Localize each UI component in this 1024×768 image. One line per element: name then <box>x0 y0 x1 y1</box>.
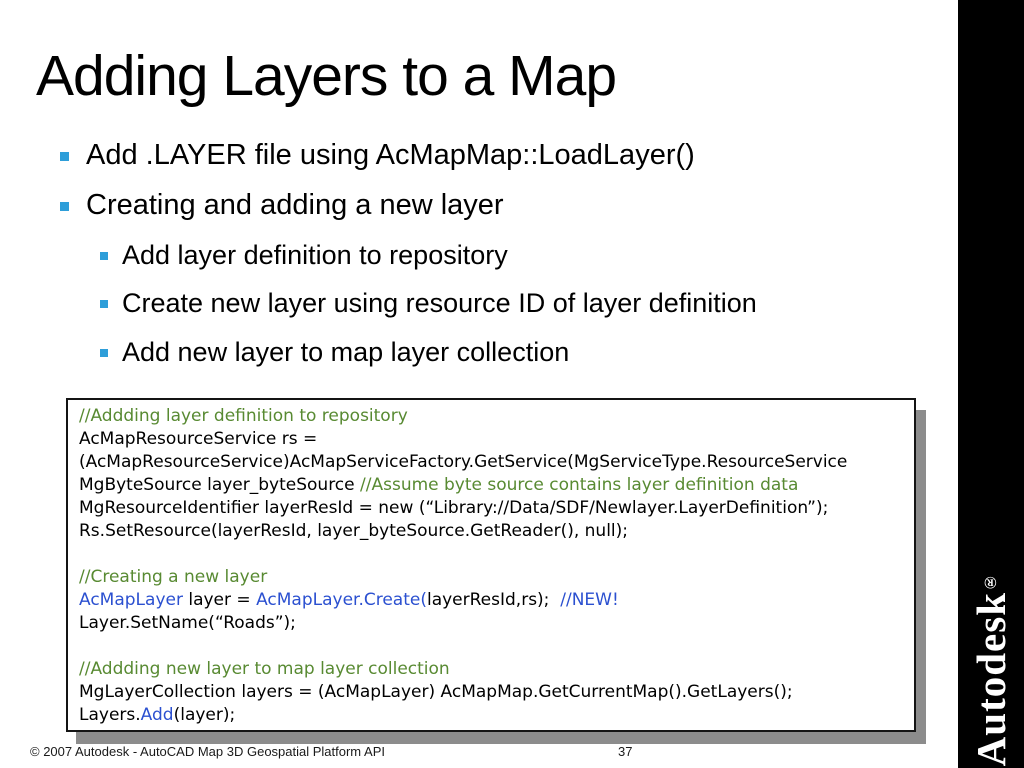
code-segment-plain: layerResId,rs); <box>426 590 561 610</box>
bullet-item: Add .LAYER file using AcMapMap::LoadLaye… <box>60 138 695 173</box>
code-segment-comment: //Creating a new layer <box>79 567 268 587</box>
code-segment-keyword: AcMapLayer <box>79 590 183 610</box>
code-segment-comment: //Assume byte source contains layer defi… <box>360 475 799 495</box>
code-line: Layers.Add(layer); <box>79 704 904 727</box>
bullet-square-icon <box>100 252 108 261</box>
code-block: //Addding layer definition to repository… <box>66 398 916 732</box>
code-line: Rs.SetResource(layerResId, layer_byteSou… <box>79 520 904 543</box>
code-segment-comment: //Addding new layer to map layer collect… <box>79 659 450 679</box>
slide-number: 37 <box>618 744 633 759</box>
code-segment-plain: AcMapResourceService rs = <box>79 429 318 449</box>
code-segment-plain: MgLayerCollection layers = (AcMapLayer) … <box>79 682 793 702</box>
bullet-item: Create new layer using resource ID of la… <box>100 287 757 319</box>
bullet-square-icon <box>100 349 108 358</box>
code-segment-plain: MgResourceIdentifier layerResId = new (“… <box>79 498 829 518</box>
bullet-text: Creating and adding a new layer <box>86 189 504 221</box>
code-line: //Addding new layer to map layer collect… <box>79 658 904 681</box>
code-line: Layer.SetName(“Roads”); <box>79 612 904 635</box>
bullet-text: Add new layer to map layer collection <box>122 337 570 367</box>
code-segment-plain: (AcMapResourceService)AcMapServiceFactor… <box>79 452 848 472</box>
code-segment-plain: Rs.SetResource(layerResId, layer_byteSou… <box>79 521 629 541</box>
autodesk-wordmark: Autodesk <box>968 591 1014 766</box>
code-segment-keyword: //NEW! <box>560 590 619 610</box>
code-line <box>79 543 904 566</box>
bullet-text: Add layer definition to repository <box>122 240 508 270</box>
bullet-square-icon <box>60 151 69 161</box>
autodesk-brand-bar: Autodesk® <box>958 0 1024 768</box>
code-segment-plain: Layer.SetName(“Roads”); <box>79 613 296 633</box>
slide-title: Adding Layers to a Map <box>36 44 617 108</box>
bullet-item: Add layer definition to repository <box>100 239 508 271</box>
code-line: //Addding layer definition to repository <box>79 405 904 428</box>
code-segment-keyword: Add <box>140 705 174 725</box>
bullet-item: Creating and adding a new layer <box>60 188 504 223</box>
code-segment-plain: (layer); <box>173 705 236 725</box>
code-segment-comment: //Addding layer definition to repository <box>79 406 408 426</box>
code-line <box>79 635 904 658</box>
code-line: AcMapResourceService rs = <box>79 428 904 451</box>
code-segment-plain: layer = <box>182 590 257 610</box>
bullet-square-icon <box>60 201 69 211</box>
footer-copyright: © 2007 Autodesk - AutoCAD Map 3D Geospat… <box>30 744 385 759</box>
bullet-text: Add .LAYER file using AcMapMap::LoadLaye… <box>86 139 695 171</box>
registered-trademark-symbol: ® <box>981 572 1000 592</box>
footer: © 2007 Autodesk - AutoCAD Map 3D Geospat… <box>0 741 958 768</box>
code-line: (AcMapResourceService)AcMapServiceFactor… <box>79 451 904 474</box>
code-segment-plain: Layers. <box>79 705 141 725</box>
code-line: MgLayerCollection layers = (AcMapLayer) … <box>79 681 904 704</box>
bullet-item: Add new layer to map layer collection <box>100 336 569 368</box>
code-segment-keyword: AcMapLayer.Create( <box>256 590 427 610</box>
bullet-square-icon <box>100 300 108 309</box>
code-line: MgByteSource layer_byteSource //Assume b… <box>79 474 904 497</box>
code-segment-plain: MgByteSource layer_byteSource <box>79 475 361 495</box>
code-line: AcMapLayer layer = AcMapLayer.Create(lay… <box>79 589 904 612</box>
code-line: MgResourceIdentifier layerResId = new (“… <box>79 497 904 520</box>
bullet-text: Create new layer using resource ID of la… <box>122 288 757 318</box>
autodesk-logo: Autodesk® <box>967 573 1015 766</box>
code-line: //Creating a new layer <box>79 566 904 589</box>
